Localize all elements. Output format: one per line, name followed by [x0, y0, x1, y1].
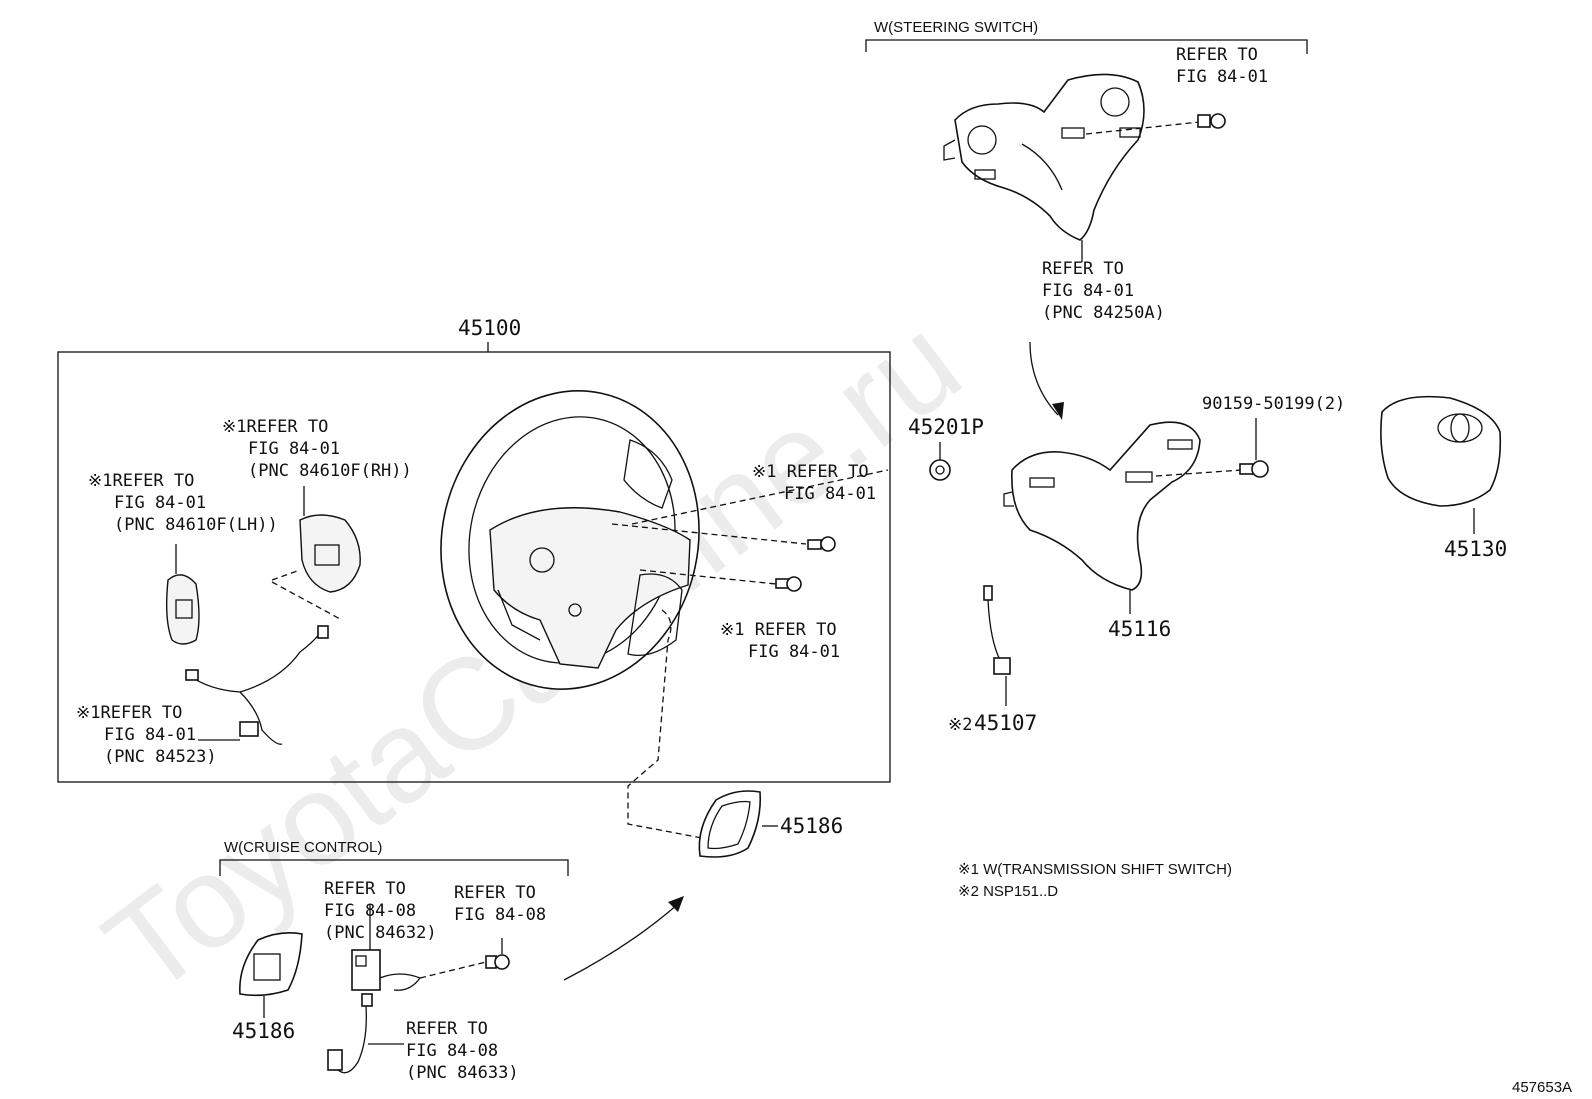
part-number-45107: 45107: [974, 711, 1037, 735]
cruise-wire-84633: [327, 993, 404, 1074]
ref-cc-bolt-line2: FIG 84-08: [454, 905, 546, 925]
ref-paddle-lh-line2: FIG 84-01: [114, 493, 206, 513]
screw-upper: [611, 523, 836, 552]
part-45201P: 45201P: [908, 415, 984, 481]
mark-45107: ※2: [948, 715, 972, 735]
steering-wheel-part: [440, 390, 700, 690]
ref-paddle-rh-line1: ※1REFER TO: [222, 417, 328, 437]
ref-screw-upper-line1: ※1 REFER TO: [752, 462, 869, 482]
part-number-45201P: 45201P: [908, 415, 984, 439]
ref-paddle-rh-line2: FIG 84-01: [248, 439, 340, 459]
ref-wire-line3: (PNC 84523): [104, 747, 217, 767]
bolt-90159: 90159-50199(2): [1155, 394, 1345, 478]
ref-wire-line1: ※1REFER TO: [76, 703, 182, 723]
cruise-switch-84632: [351, 904, 487, 991]
ref-paddle-rh-line3: (PNC 84610F(RH)): [248, 461, 412, 481]
group-label-cruise-control: W(CRUISE CONTROL): [224, 839, 382, 856]
steering-switch-group: W(STEERING SWITCH) REFER TO FIG 84-01 RE…: [865, 19, 1308, 420]
ref-screw-lower-line2: FIG 84-01: [748, 642, 840, 662]
ref-ss-cover-line2: FIG 84-01: [1042, 281, 1134, 301]
diagram-id: 457653A: [1512, 1079, 1572, 1096]
pad-cover-45116: 45116: [1003, 421, 1201, 641]
arrow-up-icon: [668, 896, 684, 912]
airbag-45130: 45130: [1380, 395, 1507, 561]
ref-cc-84632-line3: (PNC 84632): [324, 923, 437, 943]
part-number-45186-cc: 45186: [232, 1019, 295, 1043]
ref-paddle-lh-line1: ※1REFER TO: [88, 471, 194, 491]
ref-cc-84633-line1: REFER TO: [406, 1019, 488, 1039]
assembly-frame: [57, 351, 891, 783]
cover-45186-main: 45186: [627, 609, 843, 858]
steering-switch-pad-part: [943, 73, 1145, 241]
cruise-control-group: W(CRUISE CONTROL) 45186 REFER TO FIG 84-…: [219, 839, 684, 1083]
arrow-down-icon: [1052, 402, 1064, 420]
ref-ss-cover-line3: (PNC 84250A): [1042, 303, 1165, 323]
part-number-90159: 90159-50199(2): [1202, 394, 1345, 414]
ref-ss-cover-line1: REFER TO: [1042, 259, 1124, 279]
group-label-steering-switch: W(STEERING SWITCH): [874, 19, 1038, 36]
note-1: ※1 W(TRANSMISSION SHIFT SWITCH): [958, 861, 1232, 878]
ref-wire-line2: FIG 84-01: [104, 725, 196, 745]
ref-paddle-lh-line3: (PNC 84610F(LH)): [114, 515, 278, 535]
ref-cc-84633-line3: (PNC 84633): [406, 1063, 519, 1083]
cover-45186-cc: 45186: [232, 932, 303, 1043]
ref-cc-84632-line1: REFER TO: [324, 879, 406, 899]
part-number-45186-main: 45186: [780, 814, 843, 838]
screw-lower: [639, 569, 802, 592]
wire-harness-84523: [185, 569, 343, 745]
ref-cc-bolt-line1: REFER TO: [454, 883, 536, 903]
paddle-switch-lh: [165, 544, 200, 645]
steering-switch-bolt: [1085, 113, 1226, 135]
ref-cc-84633-line2: FIG 84-08: [406, 1041, 498, 1061]
ref-ss-bolt-line1: REFER TO: [1176, 45, 1258, 65]
steering-wheel-box: 45100 ※1 REFER TO FIG 84-01 ※1 REFER TO: [57, 316, 891, 783]
note-2: ※2 NSP151..D: [958, 883, 1058, 900]
ref-screw-upper-line2: FIG 84-01: [784, 484, 876, 504]
ref-cc-84632-line2: FIG 84-08: [324, 901, 416, 921]
ref-screw-lower-line1: ※1 REFER TO: [720, 620, 837, 640]
leader-45201P: [631, 469, 889, 525]
ref-ss-bolt-line2: FIG 84-01: [1176, 67, 1268, 87]
paddle-switch-rh: [299, 486, 361, 593]
part-number-45116: 45116: [1108, 617, 1171, 641]
part-number-45130: 45130: [1444, 537, 1507, 561]
cruise-bolt: [485, 938, 510, 970]
wire-45107: ※2 45107: [948, 585, 1037, 735]
part-number-45100: 45100: [458, 316, 521, 340]
